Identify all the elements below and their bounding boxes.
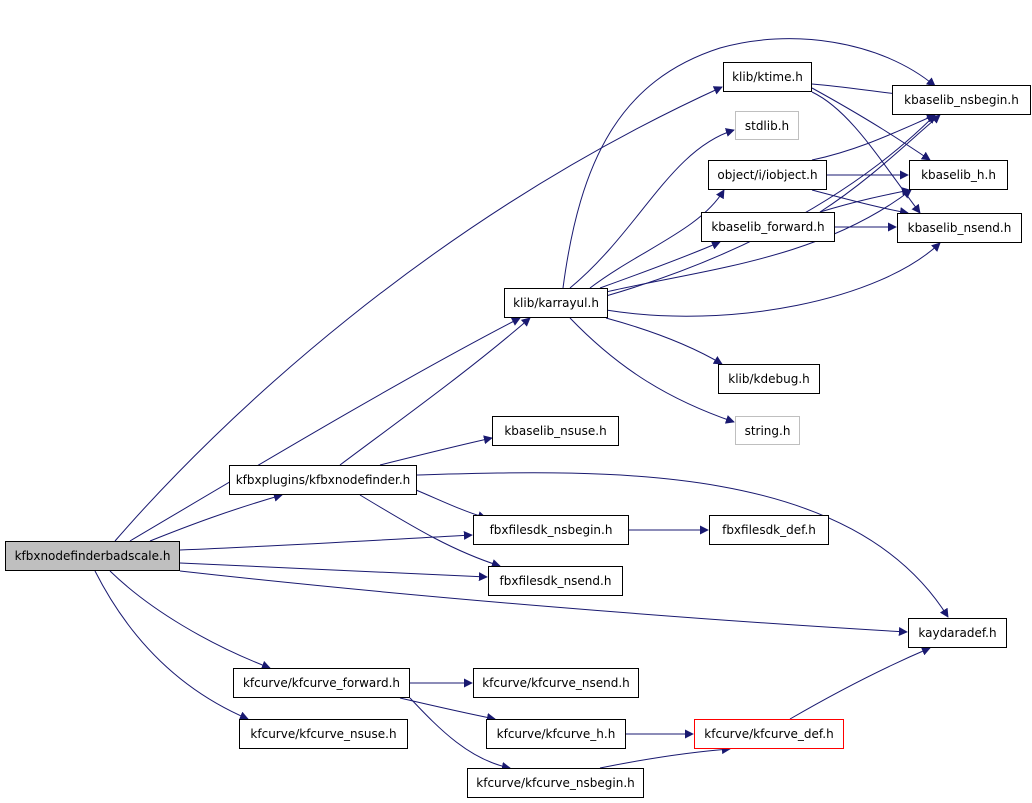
- edge-karrayul-to-nsbegin: [605, 114, 936, 297]
- edge-karrayul-to-stdlib: [569, 128, 735, 289]
- edge-kfcurve-forward-to-kfcurve-nsbegin: [409, 697, 511, 771]
- edge-kfcurve-forward-to-kfcurve-h: [399, 697, 496, 722]
- edge-kfcurve-nsbegin-to-kfcurve-def: [599, 745, 731, 769]
- node-root-file[interactable]: kfbxnodefinderbadscale.h: [5, 541, 180, 571]
- node-fbxfilesdk-nsend[interactable]: fbxfilesdk_nsend.h: [488, 566, 623, 596]
- edge-kfbxnodefinder-to-karrayul: [339, 317, 531, 466]
- edge-karrayul-to-kdebug: [605, 317, 723, 365]
- node-object-iobject[interactable]: object/i/iobject.h: [708, 160, 827, 190]
- node-kfcurve-nsbegin[interactable]: kfcurve/kfcurve_nsbegin.h: [467, 768, 644, 798]
- node-kbaselib-nsbegin[interactable]: kbaselib_nsbegin.h: [892, 85, 1031, 115]
- node-kbaselib-nsuse[interactable]: kbaselib_nsuse.h: [492, 416, 619, 446]
- node-kbaselib-forward[interactable]: kbaselib_forward.h: [701, 212, 835, 242]
- node-klib-ktime[interactable]: klib/ktime.h: [723, 62, 812, 92]
- node-fbxfilesdk-nsbegin[interactable]: fbxfilesdk_nsbegin.h: [473, 515, 629, 545]
- edge-root-to-kfbxnodefinder: [149, 492, 283, 542]
- edge-kfbxnodefinder-to-fbx-nsend: [359, 494, 501, 568]
- edge-root-to-ktime: [114, 86, 723, 542]
- edge-kbaselib-forward-to-kbaselib-h: [819, 187, 911, 213]
- node-kbaselib-h[interactable]: kbaselib_h.h: [909, 160, 1008, 190]
- node-stdlib: stdlib.h: [735, 111, 799, 140]
- edge-kbaselib-forward-to-nsbegin: [819, 114, 941, 213]
- node-klib-karrayul[interactable]: klib/karrayul.h: [504, 288, 608, 318]
- node-kfbxplugins-kfbxnodefinder[interactable]: kfbxplugins/kfbxnodefinder.h: [229, 465, 417, 495]
- edge-kfbxnodefinder-to-kbaselib-nsuse: [379, 435, 493, 466]
- edge-ktime-to-kbaselib-h: [811, 87, 931, 161]
- edge-kfbxnodefinder-to-kaydaradef: [415, 472, 949, 618]
- node-klib-kdebug[interactable]: klib/kdebug.h: [718, 364, 820, 394]
- edge-iobject-to-nsbegin: [811, 114, 936, 161]
- edge-karrayul-to-kbaselib-forward: [599, 241, 721, 289]
- edge-root-to-fbx-nsbegin: [179, 530, 473, 551]
- edge-root-to-kaydaradef: [179, 570, 908, 637]
- edge-karrayul-to-string: [569, 317, 735, 424]
- edge-root-to-kfcurve-nsuse: [94, 570, 249, 720]
- edge-root-to-karrayul: [129, 317, 521, 542]
- edge-root-to-fbx-nsend: [179, 562, 488, 582]
- node-kfcurve-nsuse[interactable]: kfcurve/kfcurve_nsuse.h: [239, 719, 408, 749]
- edge-iobject-to-kbaselib-nsend: [811, 189, 909, 217]
- edge-kfbxnodefinder-to-fbx-nsbegin: [415, 489, 487, 520]
- edge-karrayul-to-kbaselib-nsend: [605, 242, 941, 317]
- node-kfcurve-h[interactable]: kfcurve/kfcurve_h.h: [486, 719, 626, 749]
- node-kfcurve-nsend[interactable]: kfcurve/kfcurve_nsend.h: [473, 668, 639, 698]
- node-kfcurve-def[interactable]: kfcurve/kfcurve_def.h: [694, 719, 844, 749]
- edge-karrayul-to-iobject: [589, 189, 725, 289]
- node-kaydaradef[interactable]: kaydaradef.h: [908, 618, 1007, 648]
- node-kbaselib-nsend[interactable]: kbaselib_nsend.h: [897, 213, 1022, 243]
- edge-root-to-kfcurve-forward: [109, 570, 271, 670]
- node-kfcurve-forward[interactable]: kfcurve/kfcurve_forward.h: [233, 668, 410, 698]
- edge-kfcurve-def-to-kaydaradef: [789, 647, 931, 720]
- edge-karrayul-to-ktime: [562, 38, 936, 289]
- node-fbxfilesdk-def[interactable]: fbxfilesdk_def.h: [709, 515, 829, 545]
- node-string: string.h: [735, 416, 800, 445]
